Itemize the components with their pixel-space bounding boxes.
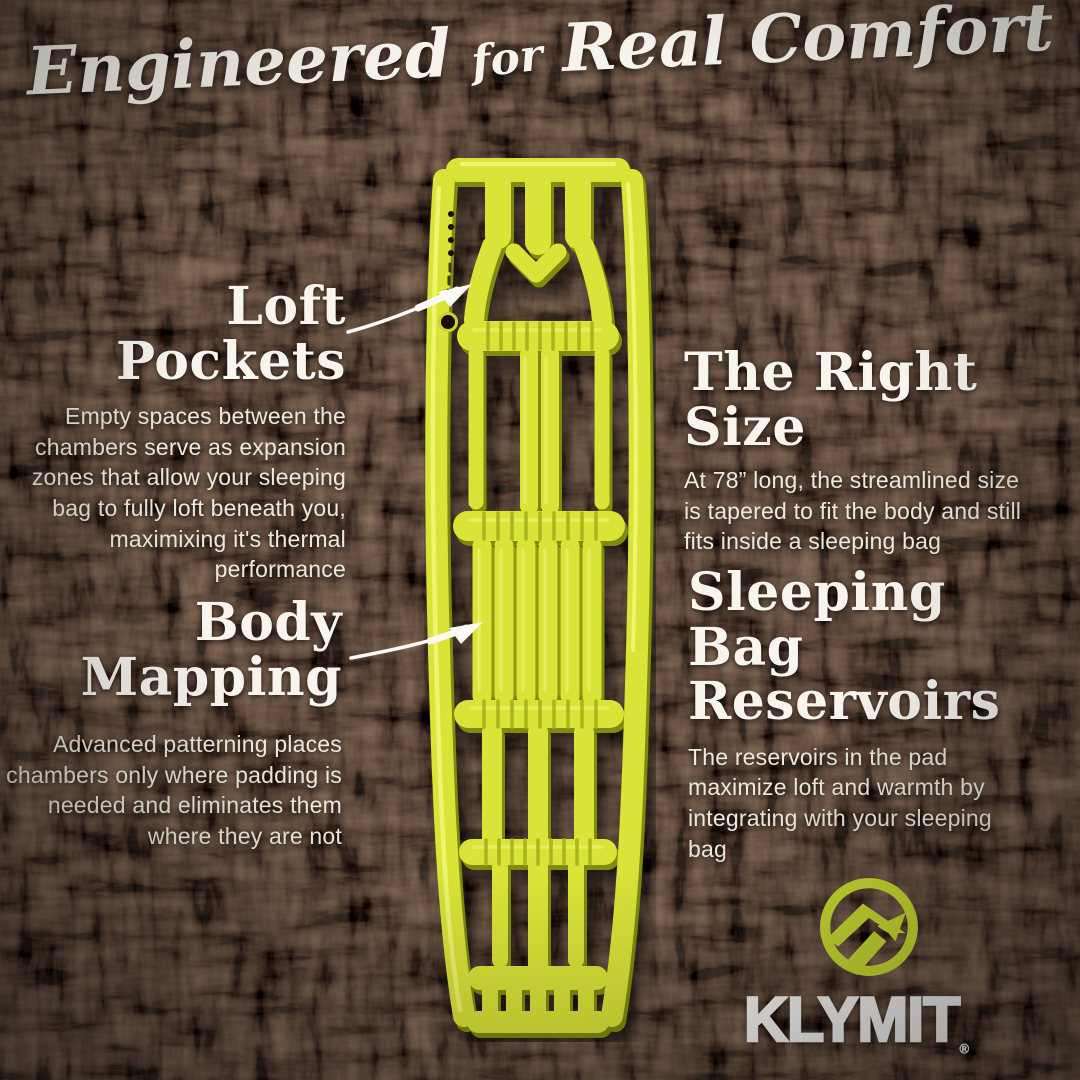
right-size-description: At 78” long, the streamlined size is tap…: [684, 467, 1022, 555]
reservoirs-description: The reservoirs in the pad maximize loft …: [688, 743, 992, 862]
loft-pockets-heading: Loft Pockets: [116, 276, 346, 392]
loft-pockets-arrow: [346, 284, 472, 334]
loft-pockets-description: Empty spaces between the chambers serve …: [31, 403, 346, 583]
sleeping-pad-image: [424, 150, 656, 1042]
body-mapping-heading: Body Mapping: [80, 592, 342, 708]
body-mapping-description: Advanced patterning places chambers only…: [6, 731, 342, 849]
klymit-mountain-arrow-icon: [820, 878, 918, 976]
registered-trademark-symbol: ®: [959, 1040, 970, 1057]
right-size-heading: The Right Size: [684, 342, 978, 458]
callout-right-size: The Right Size At 78” long, the streamli…: [684, 342, 1040, 557]
reservoirs-heading: Sleeping Bag Reservoirs: [688, 562, 1001, 733]
callout-sleeping-bag-reservoirs: Sleeping Bag Reservoirs The reservoirs i…: [688, 562, 1018, 864]
klymit-wordmark: KLYMIT®: [743, 982, 970, 1057]
title-word-engineered: Engineered: [24, 13, 453, 111]
valve-icon: [438, 211, 458, 332]
callout-body-mapping: Body Mapping Advanced patterning places …: [6, 592, 342, 852]
title-word-for: for: [468, 29, 546, 89]
callout-loft-pockets: Loft Pockets Empty spaces between the ch…: [6, 276, 346, 585]
body-mapping-arrow: [349, 622, 483, 660]
